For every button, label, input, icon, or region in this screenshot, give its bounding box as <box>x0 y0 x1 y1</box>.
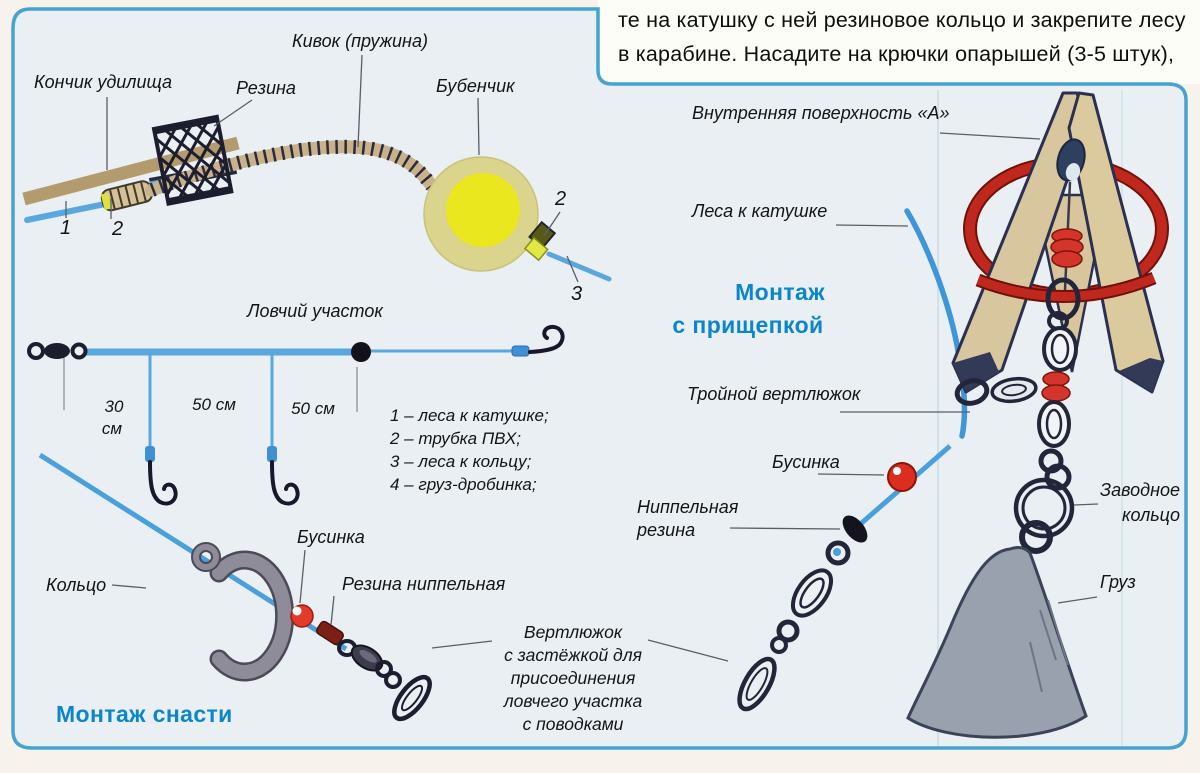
title-clothespin-line1: Монтаж <box>735 279 825 305</box>
legend-item: 1 – леса к катушке; <box>390 406 549 425</box>
swivel-barrel <box>1042 326 1078 372</box>
label-bead-left: Бусинка <box>297 527 365 547</box>
swivel-note-line: ловчего участка <box>503 691 643 711</box>
label-spring: Кивок (пружина) <box>292 31 428 51</box>
clothespin-rig-drawing <box>729 91 1169 739</box>
label-rod-tip: Кончик удилища <box>34 72 173 92</box>
triple-swivel-barrel <box>990 376 1038 404</box>
label-nipple-left: Резина ниппельная <box>342 574 506 594</box>
nipple-rubber <box>316 620 344 646</box>
label-triple-swivel: Тройной вертлюжок <box>687 384 861 404</box>
intro-text-box <box>598 0 1200 84</box>
metal-ring <box>212 553 292 679</box>
label-ring: Кольцо <box>46 575 107 595</box>
swivel-note-line: Вертлюжок <box>523 622 623 642</box>
snap-ring <box>954 378 990 406</box>
clothespin-hole <box>1056 138 1086 182</box>
swivel-note-line: с застёжкой для <box>504 645 642 665</box>
swivel-ring <box>70 342 88 360</box>
dim-30: 30 <box>104 397 124 416</box>
rig-assembly-drawing <box>38 452 729 722</box>
label-bell: Бубенчик <box>436 76 515 96</box>
label-nipple-right-line2: резина <box>637 520 696 540</box>
marker-1: 1 <box>60 217 72 239</box>
nipple-rubber <box>842 515 868 543</box>
leader-lines <box>65 54 579 283</box>
catch-section-title: Ловчий участок <box>247 301 383 321</box>
label-nipple-right-line1: Ниппельная <box>637 497 739 517</box>
swivel-eye <box>825 540 851 566</box>
label-split-ring-line2: кольцо <box>1121 505 1180 525</box>
knot <box>145 446 155 462</box>
label-bead-right: Бусинка <box>772 452 840 472</box>
dim-50-a: 50 см <box>192 395 236 414</box>
knot <box>267 446 277 462</box>
intro-text-line: в карабине. Насадите на крючки опарышей … <box>618 42 1175 66</box>
snap-clasp <box>737 656 777 712</box>
dim-50-b: 50 см <box>291 399 335 418</box>
fishing-line <box>24 200 113 223</box>
swivel-note: Вертлюжок с застёжкой для присоединения … <box>490 621 656 736</box>
label-inner-surface: Внутренняя поверхность «А» <box>692 103 950 123</box>
legend-item: 2 – трубка ПВХ; <box>390 429 522 448</box>
ring-eye <box>193 544 219 570</box>
snap-clasp <box>392 674 432 722</box>
rod-tip-assembly <box>22 54 612 283</box>
title-rig-assembly: Монтаж снасти <box>56 701 233 727</box>
title-clothespin-line2: с прищепкой <box>672 312 824 338</box>
hook <box>528 324 565 354</box>
intro-text-line: те на катушку с ней резиновое кольцо и з… <box>618 8 1186 32</box>
split-shot <box>351 342 371 362</box>
rod <box>22 136 240 206</box>
bead <box>887 462 917 492</box>
red-bead <box>1042 371 1070 387</box>
swivel-ring <box>27 342 45 360</box>
swivel-barrel <box>44 343 70 359</box>
marker-2-bell: 2 <box>555 188 567 210</box>
label-line-to-reel: Леса к катушке <box>692 201 828 221</box>
swivel-eye <box>1045 277 1081 321</box>
swivel-barrel <box>1037 400 1071 448</box>
legend-item: 3 – леса к кольцу; <box>390 452 532 471</box>
marker-3: 3 <box>571 283 583 305</box>
weight-loop <box>1019 520 1053 554</box>
legend-item: 4 – груз-дробинка; <box>390 475 537 494</box>
hook <box>270 460 300 506</box>
rubber-mesh <box>151 114 234 206</box>
marker-2: 2 <box>112 218 124 240</box>
dim-30-unit: см <box>101 419 123 438</box>
hook <box>148 460 178 506</box>
line-to-reel <box>904 208 968 439</box>
label-rubber: Резина <box>236 78 296 98</box>
swivel-barrel <box>790 568 834 618</box>
label-weight: Груз <box>1100 572 1136 592</box>
split-ring <box>1013 477 1075 539</box>
catch-section-drawing <box>27 324 565 506</box>
panel-border <box>11 7 1188 750</box>
swivel-note-line: с поводками <box>522 714 624 734</box>
label-split-ring-line1: Заводное <box>1100 480 1180 500</box>
swivel-note-line: присоединения <box>510 668 636 688</box>
knot <box>511 345 530 357</box>
